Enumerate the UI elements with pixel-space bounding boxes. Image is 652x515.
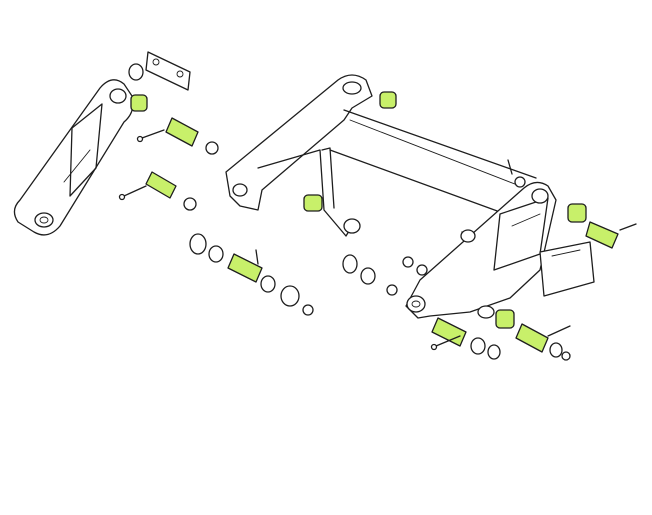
- spacer-ring: [342, 254, 358, 274]
- bolt: [507, 159, 513, 175]
- nut: [416, 264, 428, 276]
- nut: [386, 284, 398, 296]
- nut: [402, 256, 414, 268]
- bolts: [118, 129, 637, 351]
- highlighted-parts: [130, 91, 619, 353]
- nut: [183, 197, 197, 211]
- bushing: [130, 94, 148, 112]
- nut: [561, 351, 571, 361]
- pin: [165, 117, 199, 147]
- nut: [302, 304, 314, 316]
- spacer-ring: [549, 342, 563, 358]
- bushing: [303, 194, 323, 212]
- mounting-frame-right: [405, 181, 557, 319]
- bushing: [567, 203, 587, 223]
- spacer-ring: [189, 233, 207, 255]
- spacer-ring: [487, 344, 501, 360]
- mounting-plate: [128, 51, 191, 91]
- guard-plate: [539, 241, 595, 297]
- bolt: [547, 325, 571, 337]
- nut: [514, 176, 526, 188]
- spacer-ring: [280, 285, 300, 307]
- pin: [431, 317, 467, 347]
- pin: [585, 221, 619, 249]
- spacer-ring: [260, 275, 276, 293]
- spacer-ring: [360, 267, 376, 285]
- bushing: [495, 309, 515, 329]
- bolt: [619, 223, 637, 231]
- bolt: [141, 129, 165, 139]
- bolt: [435, 335, 461, 347]
- pin: [515, 323, 549, 353]
- spacer-ring: [470, 337, 486, 355]
- spacer-rings: [183, 141, 571, 361]
- cross-tube: [329, 109, 537, 247]
- spacer-ring: [208, 245, 224, 263]
- pin: [145, 171, 177, 199]
- pin: [227, 253, 263, 283]
- bolt: [123, 185, 147, 197]
- mounting-frame: [225, 74, 373, 237]
- bolt: [255, 249, 259, 265]
- loader-arm: [13, 79, 134, 236]
- nut: [205, 141, 219, 155]
- bushing: [379, 91, 397, 109]
